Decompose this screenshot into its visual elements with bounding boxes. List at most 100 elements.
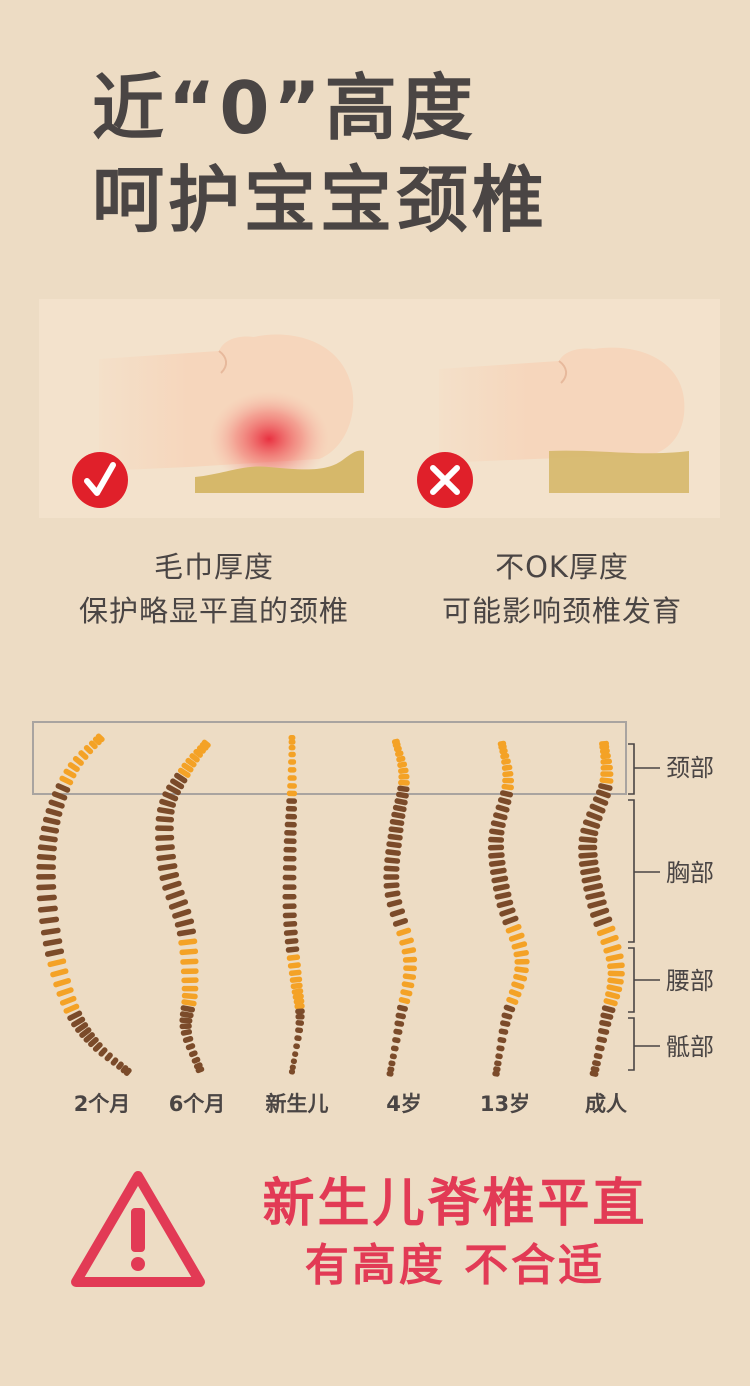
- vertebra: [182, 1035, 194, 1043]
- vertebra: [580, 827, 599, 837]
- vertebra: [600, 764, 613, 771]
- vertebra: [396, 927, 412, 937]
- vertebra: [67, 762, 80, 772]
- vertebra: [288, 759, 297, 765]
- vertebra: [285, 946, 300, 953]
- vertebra: [597, 1028, 610, 1035]
- vertebra: [493, 812, 508, 821]
- vertebra: [386, 899, 403, 908]
- vertebra: [48, 799, 65, 809]
- vertebra: [392, 917, 409, 927]
- vertebra: [496, 899, 514, 909]
- vertebra: [179, 1023, 192, 1030]
- vertebra: [157, 863, 178, 871]
- vertebra: [384, 890, 401, 898]
- vertebra: [53, 978, 72, 988]
- vertebra: [63, 768, 77, 779]
- vertebra: [189, 753, 200, 763]
- vertebra: [36, 894, 57, 902]
- vertebra: [399, 937, 414, 946]
- vertebra: [601, 1005, 616, 1014]
- vertebra: [288, 739, 296, 745]
- vertebra: [104, 1052, 113, 1062]
- vertebra: [286, 798, 298, 804]
- vertebra: [401, 947, 417, 955]
- vertebra: [286, 954, 301, 961]
- region-label-sacrum: 骶部: [666, 1033, 714, 1061]
- vertebra: [155, 844, 175, 852]
- vertebra: [185, 1043, 196, 1051]
- warning-line-2: 有高度 不合适: [304, 1240, 606, 1291]
- vertebra: [83, 744, 94, 755]
- title-line-2: 呵护宝宝颈椎: [92, 158, 549, 242]
- vertebra: [385, 849, 401, 856]
- vertebra: [388, 826, 404, 834]
- vertebra: [180, 958, 199, 965]
- stage-label-6-months: 6个月: [169, 1092, 226, 1116]
- vertebra: [116, 1061, 124, 1070]
- vertebra: [162, 791, 179, 802]
- vertebra: [501, 764, 513, 771]
- pillow-comparison-illustration: [72, 334, 689, 508]
- vertebra: [398, 773, 410, 780]
- vertebra: [598, 783, 613, 791]
- vertebra: [295, 1008, 305, 1015]
- vertebra: [599, 777, 614, 784]
- vertebra: [165, 889, 185, 901]
- vertebra: [499, 748, 508, 755]
- vertebra: [607, 970, 625, 977]
- vertebra: [395, 1012, 406, 1020]
- vertebra: [383, 882, 400, 889]
- vertebra: [288, 744, 296, 751]
- vertebra: [36, 874, 56, 880]
- vertebra: [393, 745, 402, 753]
- vertebra: [607, 962, 625, 970]
- vertebra: [511, 981, 525, 990]
- vertebra: [285, 813, 298, 820]
- vertebra: [488, 852, 505, 859]
- vertebra: [495, 804, 510, 813]
- chest-bracket: [628, 799, 635, 943]
- vertebra: [88, 1036, 99, 1048]
- vertebra: [501, 783, 514, 791]
- spine-newborn: [282, 734, 305, 1075]
- vertebra: [179, 1017, 193, 1024]
- good-caption-line-1: 毛巾厚度: [153, 550, 274, 584]
- vertebra: [403, 965, 417, 972]
- vertebra: [503, 1004, 516, 1013]
- vertebra: [292, 1051, 299, 1057]
- vertebra: [393, 1028, 403, 1035]
- vertebra: [174, 918, 195, 928]
- vertebra: [488, 859, 506, 867]
- vertebra: [284, 821, 297, 828]
- bad-caption-line-2: 可能影响颈椎发育: [441, 594, 682, 628]
- vertebra: [159, 871, 180, 881]
- vertebra: [291, 988, 304, 995]
- vertebra: [59, 775, 74, 786]
- vertebra: [287, 767, 297, 773]
- vertebra: [44, 948, 65, 957]
- vertebra: [388, 1060, 396, 1067]
- vertebra: [39, 834, 58, 843]
- vertebra: [36, 884, 57, 891]
- vertebra: [181, 985, 199, 992]
- vertebra: [505, 924, 522, 934]
- vertebra: [513, 973, 528, 982]
- vertebra: [45, 808, 63, 817]
- vertebra: [605, 991, 621, 1000]
- vertebra: [39, 916, 60, 925]
- vertebra: [289, 976, 303, 983]
- vertebra: [387, 833, 403, 841]
- vertebra: [499, 790, 514, 798]
- vertebra: [383, 865, 400, 872]
- good-caption-line-2: 保护略显平直的颈椎: [78, 594, 349, 628]
- vertebra: [59, 995, 77, 1006]
- vertebra: [83, 1032, 95, 1043]
- vertebra: [166, 784, 181, 796]
- vertebra: [402, 956, 418, 963]
- vertebra: [489, 867, 507, 876]
- vertebra: [180, 1005, 196, 1013]
- vertebra: [51, 791, 68, 801]
- vertebra: [95, 733, 105, 743]
- vertebra: [502, 777, 515, 784]
